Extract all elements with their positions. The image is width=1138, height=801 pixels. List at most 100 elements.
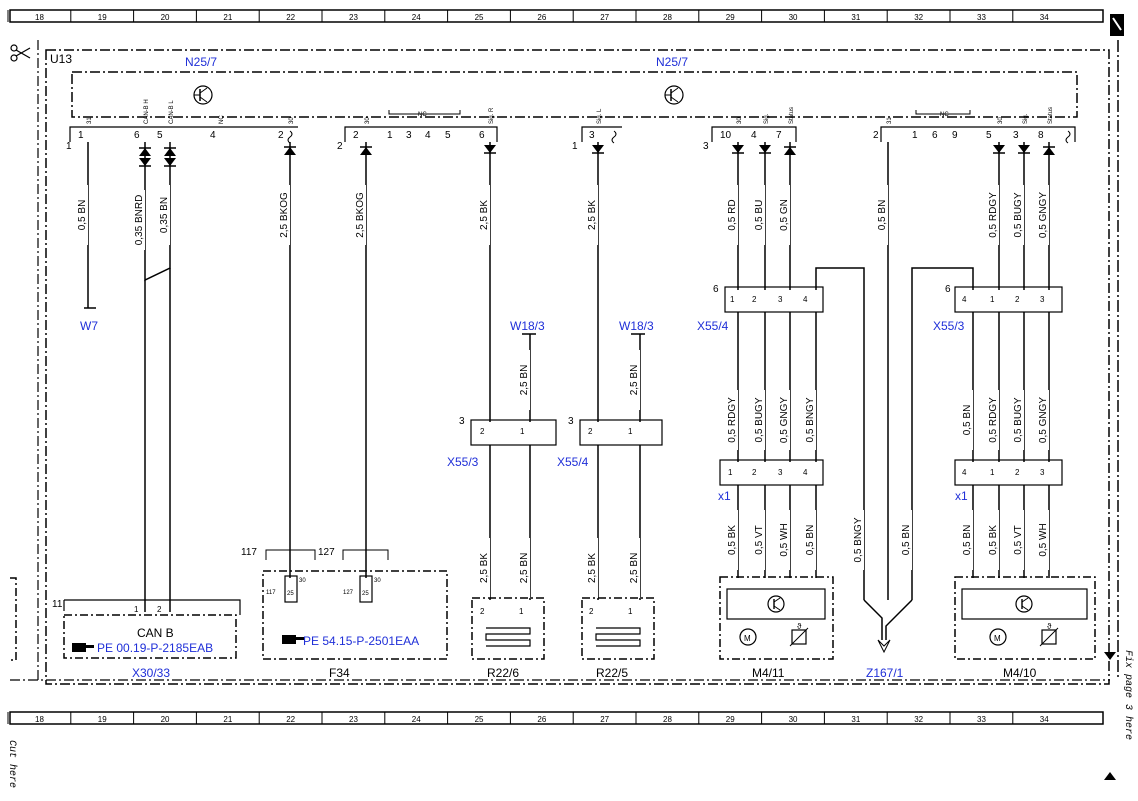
n25-label-left: N25/7 <box>185 55 217 69</box>
grid-col-label: 19 <box>98 13 107 22</box>
pin-number: 4 <box>751 130 757 141</box>
wire-label: 0,5 RDGY <box>988 397 999 443</box>
grid-col-label: 31 <box>851 13 860 22</box>
pin-number: 9 <box>952 130 958 141</box>
nc-label: NC <box>418 112 427 118</box>
grid-col-label: 24 <box>412 715 421 724</box>
grid-col-label: 21 <box>223 13 232 22</box>
grid-col-label: 28 <box>663 13 672 22</box>
svg-text:3: 3 <box>1040 468 1045 477</box>
f34-fuse-box: 117 127 25 25 30 30 117 127 PE 54.15-P-2… <box>241 547 448 680</box>
svg-text:M4/10: M4/10 <box>1003 666 1037 680</box>
svg-text:30: 30 <box>299 578 306 584</box>
pin-label: Sig. <box>764 113 770 124</box>
pin-label: CAN-B H <box>144 99 150 124</box>
z167-splice: Z167/1 <box>863 599 913 680</box>
svg-text:CAN B: CAN B <box>137 626 174 640</box>
wire-label: 0,5 BN <box>877 200 888 231</box>
svg-text:6: 6 <box>945 284 951 295</box>
svg-text:6: 6 <box>713 284 719 295</box>
svg-text:X55/3: X55/3 <box>447 455 479 469</box>
svg-text:4: 4 <box>803 468 808 477</box>
pe-link-1[interactable]: PE 00.19-P-2185EAB <box>97 641 213 655</box>
w18-label-a: W18/3 <box>510 319 545 333</box>
connector-strip-4 <box>711 126 797 142</box>
transistor-icon <box>193 85 213 105</box>
motor-icon <box>739 628 757 646</box>
svg-text:M: M <box>744 634 751 643</box>
pin-label: Sig. <box>1023 113 1029 124</box>
grid-col-label: 20 <box>161 13 170 22</box>
wire-label: 0,5 VT <box>1013 525 1024 554</box>
m4-10-fan-motor: M ϑ M4/10 <box>954 576 1096 680</box>
svg-text:25: 25 <box>287 591 294 597</box>
svg-text:4: 4 <box>803 295 808 304</box>
svg-text:30: 30 <box>374 578 381 584</box>
conn-number: 2 <box>337 141 343 152</box>
pin-number: 4 <box>210 130 216 141</box>
pin-label: Status <box>1048 107 1054 124</box>
grid-col-label: 19 <box>98 715 107 724</box>
pin-number: 10 <box>720 130 732 141</box>
grid-col-label: 25 <box>475 715 484 724</box>
r22-6-heater: 2 1 R22/6 <box>471 597 545 680</box>
wire-label: 0,5 WH <box>1038 523 1049 556</box>
svg-text:Z167/1: Z167/1 <box>866 666 904 680</box>
nc-label: NC <box>940 112 949 118</box>
svg-text:2: 2 <box>588 427 593 436</box>
wire-label: 2,5 BKOG <box>355 192 366 238</box>
grid-col-label: 18 <box>35 13 44 22</box>
svg-text:X55/3: X55/3 <box>933 319 965 333</box>
pin-number: 3 <box>1013 130 1019 141</box>
grid-col-label: 23 <box>349 715 358 724</box>
svg-text:11: 11 <box>52 599 63 610</box>
wire-label: 0,5 BUGY <box>754 397 765 442</box>
terminal-arrow <box>284 147 296 155</box>
wire-label: 0,5 BN <box>901 525 912 556</box>
pin-label: 30 <box>737 117 743 124</box>
grid-col-label: 34 <box>1040 715 1049 724</box>
svg-text:3: 3 <box>568 416 574 427</box>
wire-label: 2,5 BN <box>629 365 640 396</box>
conn-number: 1 <box>66 141 72 152</box>
wire-label: 0,5 RDGY <box>727 397 738 443</box>
wire-label: 0,5 BK <box>988 525 999 555</box>
svg-text:1: 1 <box>134 605 139 614</box>
wire-label: 0,5 BK <box>727 525 738 555</box>
pin-number: 1 <box>912 130 918 141</box>
pe-link-2[interactable]: PE 54.15-P-2501EAA <box>303 634 419 648</box>
connector-strip-3 <box>581 126 622 144</box>
svg-text:2: 2 <box>589 607 594 616</box>
pin-label: Sig. L <box>597 108 603 124</box>
svg-text:1: 1 <box>990 295 995 304</box>
conn-number: 3 <box>703 141 709 152</box>
grid-col-label: 29 <box>726 13 735 22</box>
pin-number: 6 <box>479 130 485 141</box>
terminal-arrow <box>592 145 604 153</box>
pin-label: Status <box>789 107 795 124</box>
grid-col-label: 33 <box>977 13 986 22</box>
wire <box>815 267 865 600</box>
terminal-arrow <box>1043 147 1055 155</box>
n25-box <box>71 71 1078 118</box>
wire <box>911 267 974 600</box>
wire-label: 0,5 GNGY <box>1038 397 1049 443</box>
terminal-arrow <box>139 148 151 156</box>
svg-text:1: 1 <box>730 295 735 304</box>
pin-number: 4 <box>425 130 431 141</box>
wire-label: 0,5 BUGY <box>1013 192 1024 237</box>
w7-label: W7 <box>80 319 98 333</box>
svg-text:x1: x1 <box>955 489 968 503</box>
pin-number: 3 <box>406 130 412 141</box>
grid-col-label: 22 <box>286 13 295 22</box>
svg-text:1: 1 <box>990 468 995 477</box>
svg-text:4: 4 <box>962 468 967 477</box>
wire-label: 0,5 WH <box>779 523 790 556</box>
pin-number: 3 <box>589 130 595 141</box>
terminal-arrow <box>164 158 176 166</box>
x55-3-mid-box: 3 2 1 X55/3 <box>447 416 557 469</box>
pin-label: CAN-B L <box>169 100 175 124</box>
svg-text:2: 2 <box>752 468 757 477</box>
scissors-icon <box>10 44 31 62</box>
